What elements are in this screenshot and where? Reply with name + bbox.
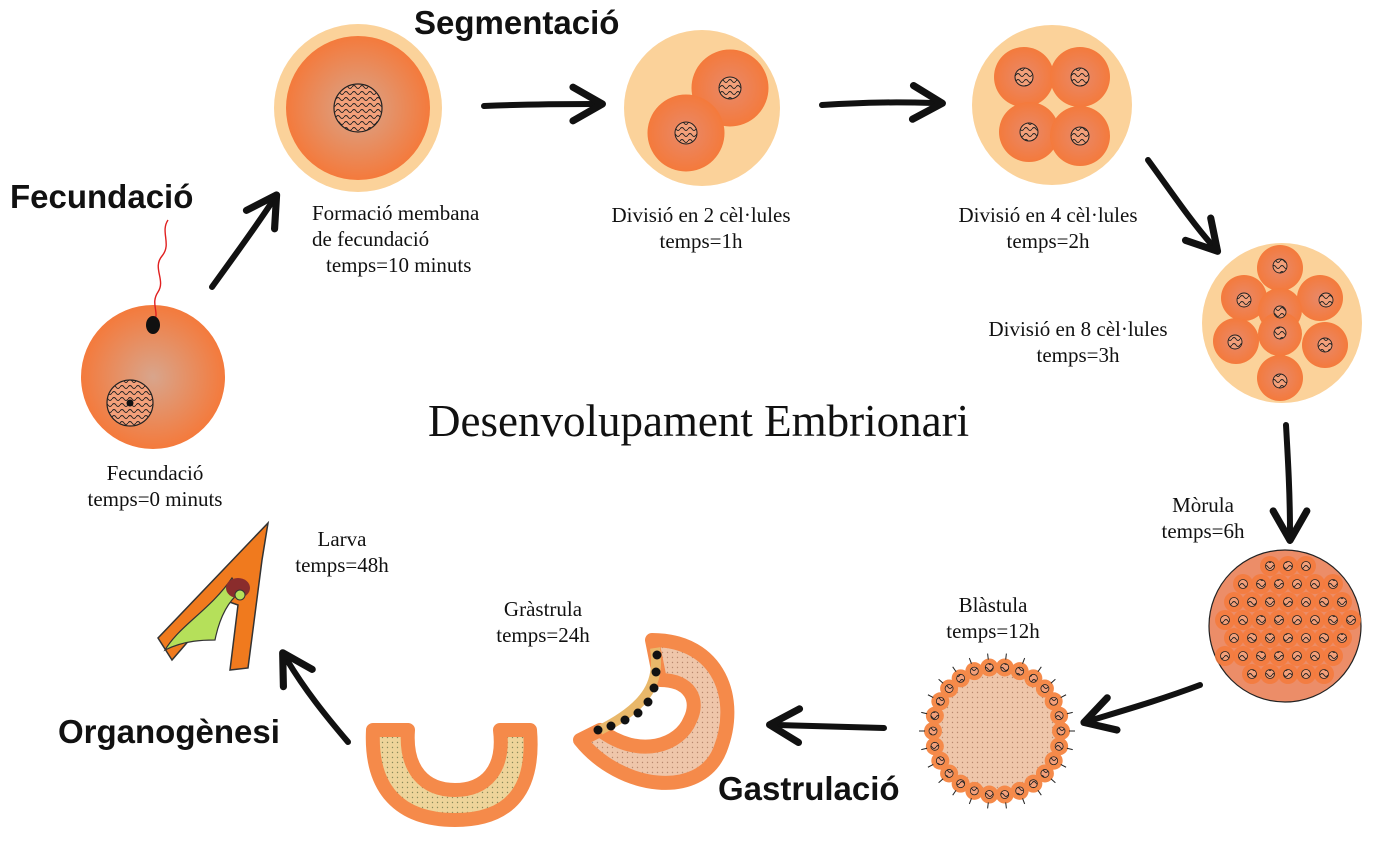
embryo-4-cells [972, 25, 1132, 185]
caption-morula: Mòrula temps=6h [1148, 492, 1258, 544]
fecundacio-egg [81, 220, 225, 449]
stage-segmentacio: Segmentació [414, 4, 619, 42]
stage-organogenesi: Organogènesi [58, 713, 280, 751]
caption-time: temps=6h [1148, 518, 1258, 544]
caption-gastrula: Gràstrula temps=24h [478, 596, 608, 648]
caption-name: Divisió en 4 cèl·lules [938, 202, 1158, 228]
caption-div4: Divisió en 4 cèl·lules temps=2h [938, 202, 1158, 254]
arrow-icon [484, 104, 594, 106]
caption-name: Blàstula [928, 592, 1058, 618]
caption-line1: Formació membana [312, 200, 479, 226]
caption-line2: de fecundació [312, 226, 479, 252]
arrow-icon [1092, 685, 1200, 720]
embryo-icon [373, 730, 531, 820]
caption-name: Gràstrula [478, 596, 608, 622]
gastrula [580, 640, 727, 783]
stage-fecundacio: Fecundació [10, 178, 193, 216]
caption-time: temps=48h [282, 552, 402, 578]
caption-time: temps=12h [928, 618, 1058, 644]
caption-time: temps=3h [968, 342, 1188, 368]
caption-time: temps=10 minuts [312, 252, 479, 278]
caption-name: Fecundació [60, 460, 250, 486]
stage-gastrulacio: Gastrulació [718, 770, 900, 808]
caption-blastula: Blàstula temps=12h [928, 592, 1058, 644]
caption-fecundacio: Fecundació temps=0 minuts [60, 460, 250, 512]
embryo-2-cells [624, 30, 780, 186]
larva [158, 523, 268, 670]
membrane-egg [274, 24, 442, 192]
diagram-title: Desenvolupament Embrionari [428, 395, 969, 447]
embryo-8-cells [1202, 243, 1362, 403]
nucleus-icon [334, 84, 382, 132]
caption-name: Divisió en 8 cèl·lules [968, 316, 1188, 342]
arrow-icon [1286, 425, 1290, 532]
caption-name: Larva [282, 526, 402, 552]
caption-time: temps=1h [596, 228, 806, 254]
gastrula-u [373, 730, 531, 820]
caption-name: Mòrula [1148, 492, 1258, 518]
arrow-icon [822, 102, 934, 105]
blastula [919, 654, 1075, 809]
arrow-icon [778, 725, 884, 728]
arrow-icon [287, 660, 348, 742]
caption-time: temps=2h [938, 228, 1158, 254]
caption-time: temps=24h [478, 622, 608, 648]
morula [1209, 550, 1361, 702]
caption-membrana: Formació membana de fecundació temps=10 … [312, 200, 479, 278]
caption-name: Divisió en 2 cèl·lules [596, 202, 806, 228]
caption-div2: Divisió en 2 cèl·lules temps=1h [596, 202, 806, 254]
larva-icon [158, 523, 268, 670]
caption-time: temps=0 minuts [60, 486, 250, 512]
caption-div8: Divisió en 8 cèl·lules temps=3h [968, 316, 1188, 368]
caption-larva: Larva temps=48h [282, 526, 402, 578]
arrow-icon [212, 202, 272, 287]
